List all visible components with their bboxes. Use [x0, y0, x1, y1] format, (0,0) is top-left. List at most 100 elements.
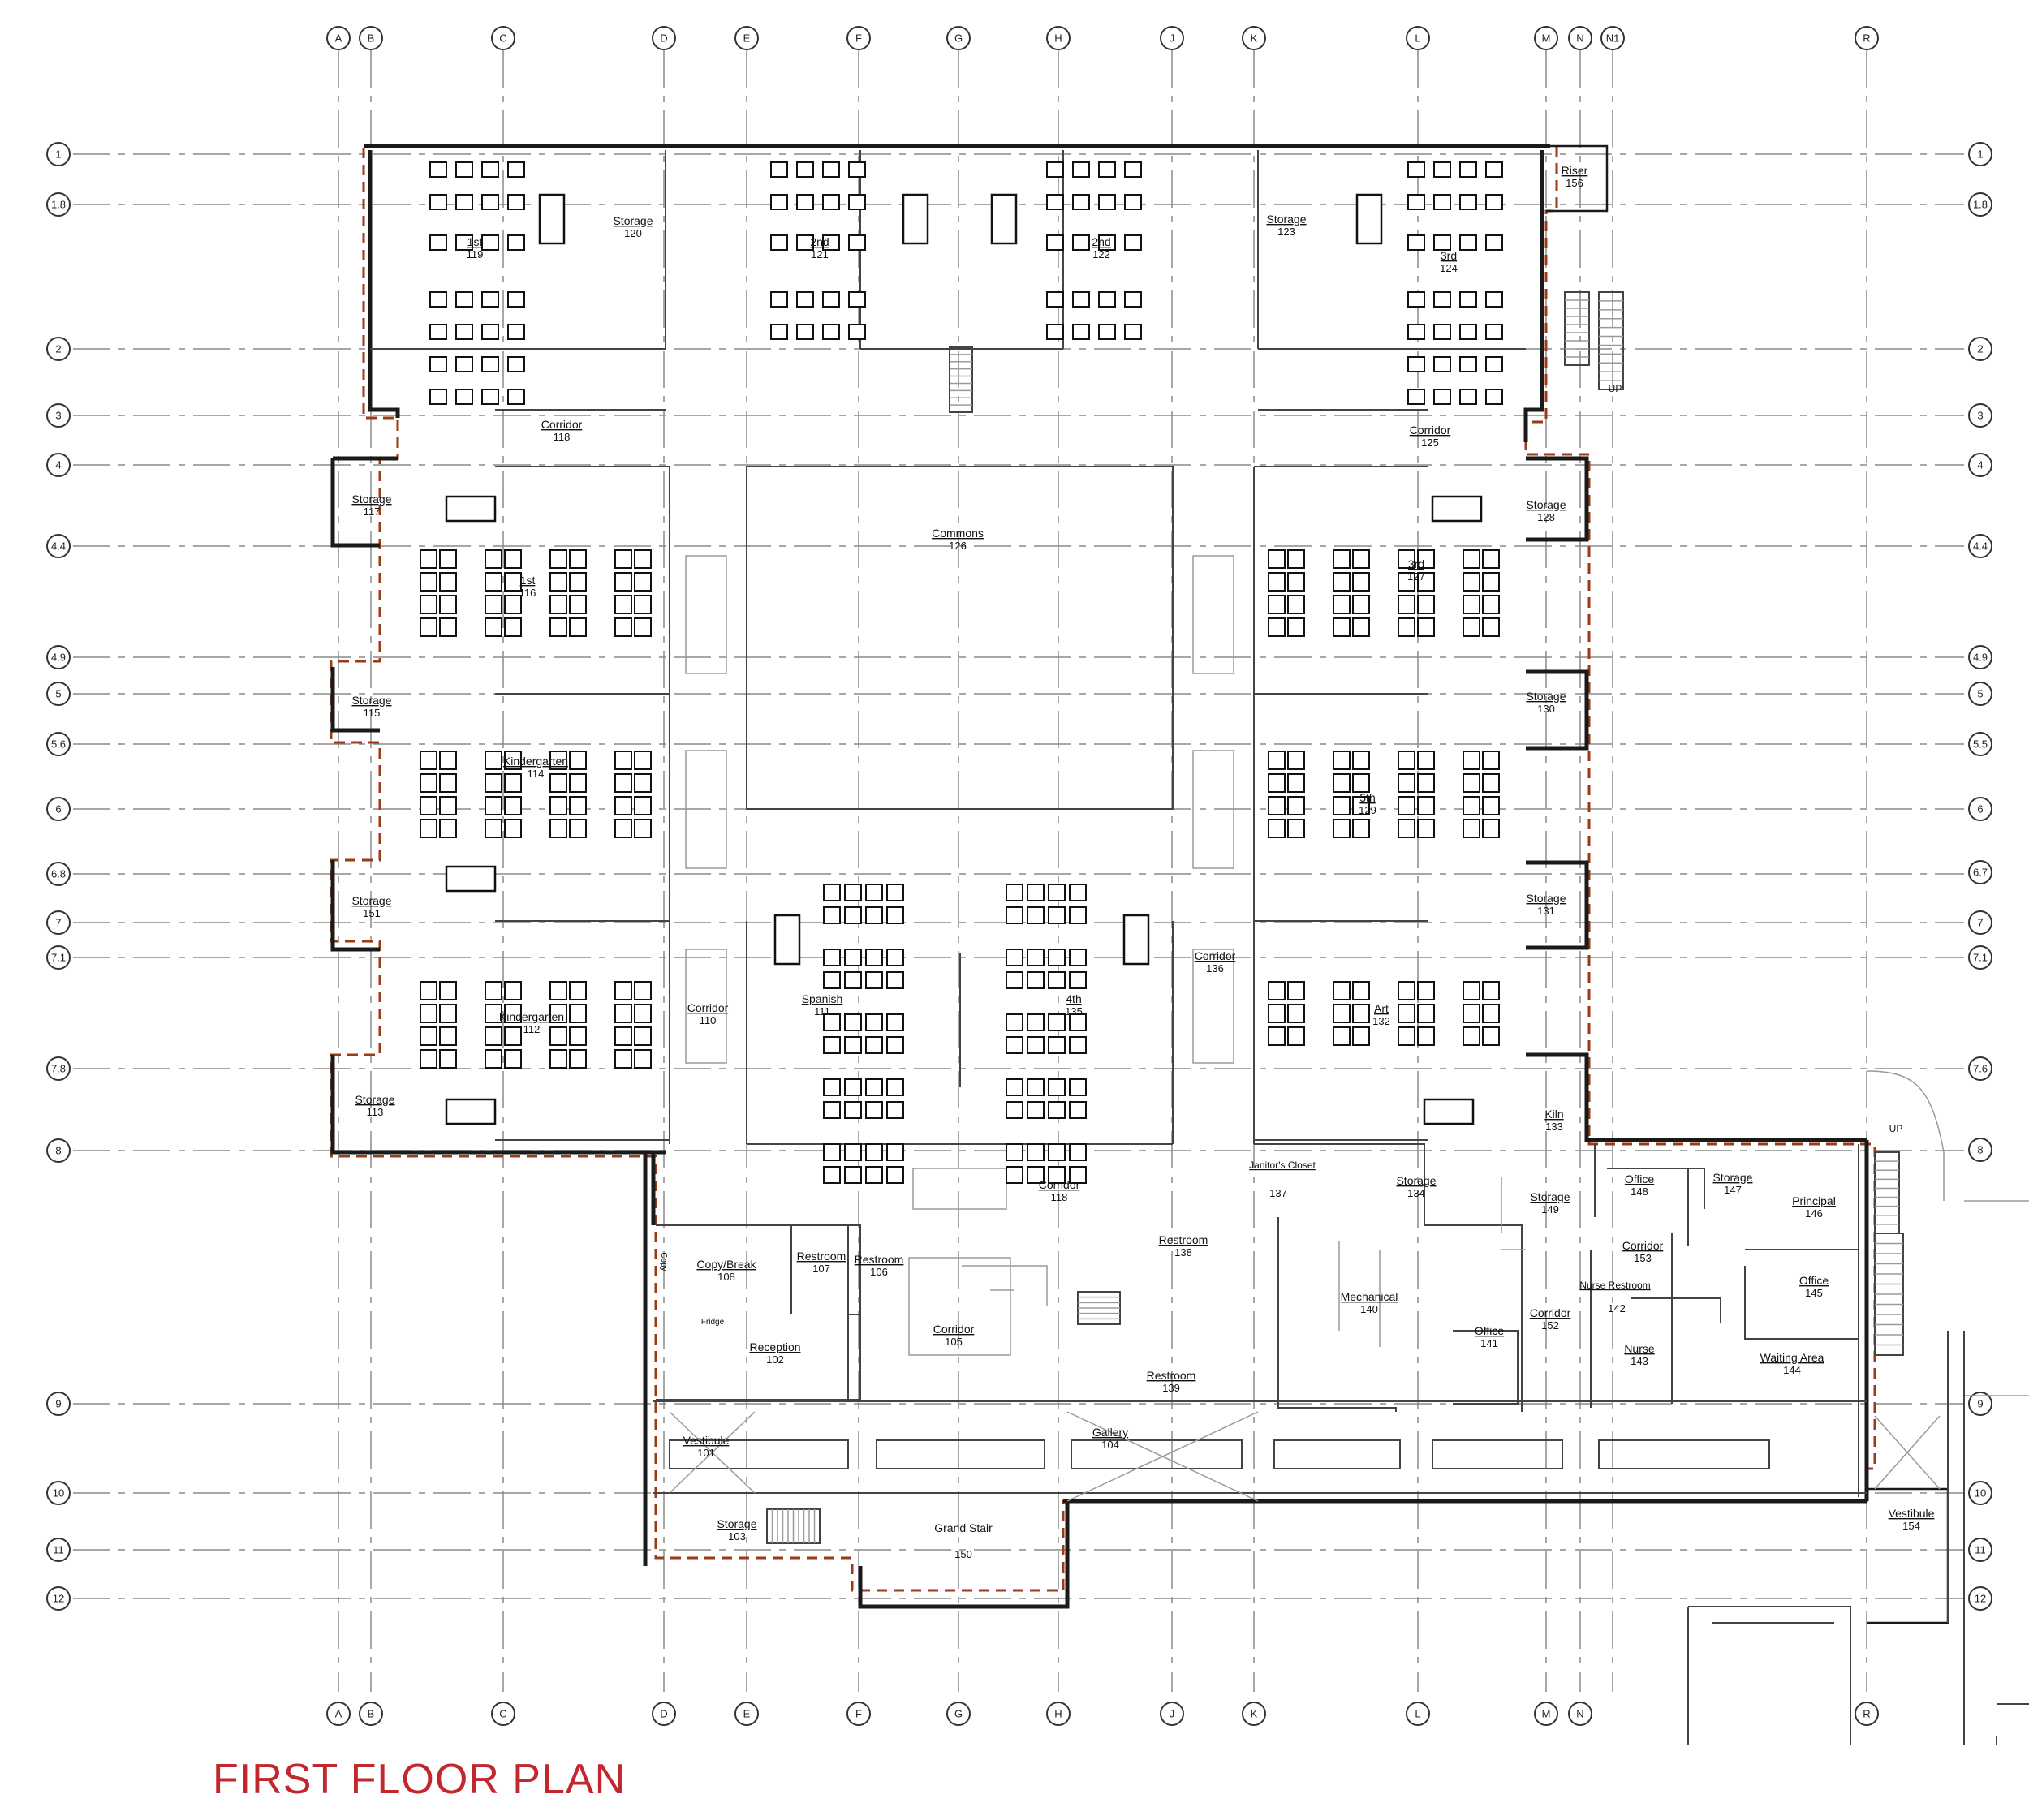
student-chair	[614, 1049, 632, 1069]
grid-bubble-column	[1242, 26, 1266, 50]
student-desk	[455, 356, 473, 372]
room-label: Storage	[351, 493, 391, 506]
student-desk	[1098, 324, 1116, 340]
student-desk	[1459, 194, 1477, 210]
student-chair	[485, 1004, 502, 1023]
grid-label-row: 7.6	[1973, 1063, 1988, 1075]
stair-run	[1874, 1151, 1900, 1234]
grid-label-column: B	[368, 32, 375, 45]
room-number: 112	[523, 1023, 541, 1035]
grid-label-row: 5.5	[1973, 738, 1988, 751]
room-number: 156	[1566, 177, 1583, 189]
grid-label-column: D	[660, 1708, 667, 1720]
grid-bubble-column	[946, 26, 971, 50]
student-chair	[549, 1004, 567, 1023]
grid-bubble-row	[1968, 192, 1992, 217]
student-chair	[1027, 906, 1045, 924]
student-chair	[549, 796, 567, 815]
grid-label-column: K	[1251, 1708, 1258, 1720]
student-chair	[1287, 572, 1305, 592]
room-number: 143	[1631, 1355, 1648, 1367]
grid-bubble-column	[1160, 26, 1184, 50]
student-chair	[569, 1004, 587, 1023]
student-chair	[569, 981, 587, 1000]
grid-bubble-column	[1855, 26, 1879, 50]
student-desk	[770, 291, 788, 308]
student-desk	[848, 194, 866, 210]
room-label: Corridor	[1195, 949, 1236, 962]
room-number: 140	[1360, 1303, 1378, 1315]
grid-label-column: D	[660, 32, 667, 45]
student-chair	[1333, 751, 1351, 770]
student-chair	[504, 751, 522, 770]
student-chair	[823, 1143, 841, 1161]
student-desk	[1433, 234, 1451, 251]
room-number: 133	[1545, 1121, 1563, 1133]
student-chair	[1048, 1078, 1066, 1096]
grid-bubble-row	[1968, 645, 1992, 669]
student-chair	[1482, 595, 1500, 614]
student-chair	[614, 981, 632, 1000]
student-chair	[634, 1004, 652, 1023]
grid-bubble-row	[1968, 797, 1992, 821]
grid-bubble-row	[46, 1138, 71, 1163]
room-number: 123	[1277, 226, 1295, 238]
grid-label-column: E	[743, 32, 751, 45]
room-number: 128	[1537, 511, 1555, 523]
student-desk	[507, 194, 525, 210]
grid-label-column: M	[1542, 32, 1551, 45]
room-number: 118	[1051, 1191, 1068, 1203]
room-label: Janitor's Closet	[1249, 1160, 1316, 1171]
student-chair	[1463, 796, 1480, 815]
student-chair	[504, 617, 522, 637]
student-chair	[634, 617, 652, 637]
grid-label-row: 7	[55, 917, 61, 929]
grid-bubble-row	[1968, 337, 1992, 361]
student-chair	[1352, 773, 1370, 793]
student-chair	[485, 981, 502, 1000]
student-desk	[848, 324, 866, 340]
student-chair	[823, 884, 841, 901]
student-chair	[1482, 1004, 1500, 1023]
grid-bubble-column	[652, 26, 676, 50]
teacher-desk	[538, 193, 566, 245]
student-chair	[634, 751, 652, 770]
grid-label-row: 5.6	[51, 738, 66, 751]
student-chair	[549, 1026, 567, 1046]
grid-bubble-row	[46, 534, 71, 558]
student-chair	[1417, 1004, 1435, 1023]
student-chair	[1268, 751, 1286, 770]
student-chair	[569, 572, 587, 592]
student-desk	[1459, 356, 1477, 372]
room-number: 107	[812, 1263, 830, 1275]
student-chair	[1268, 981, 1286, 1000]
student-chair	[614, 572, 632, 592]
grid-bubble-row	[1968, 945, 1992, 970]
student-chair	[1027, 1036, 1045, 1054]
student-chair	[1287, 1026, 1305, 1046]
room-label: Corridor	[1410, 424, 1451, 437]
grid-bubble-row	[46, 682, 71, 706]
student-chair	[569, 819, 587, 838]
student-chair	[1048, 1166, 1066, 1184]
student-chair	[886, 1036, 904, 1054]
student-chair	[485, 751, 502, 770]
student-desk	[507, 291, 525, 308]
student-desk	[1124, 291, 1142, 308]
student-chair	[865, 971, 883, 989]
room-label: Storage	[1712, 1171, 1752, 1184]
student-desk	[822, 234, 840, 251]
grid-bubble-row	[46, 862, 71, 886]
teacher-desk	[1431, 495, 1483, 523]
grid-bubble-row	[46, 797, 71, 821]
student-chair	[1417, 751, 1435, 770]
student-chair	[504, 1004, 522, 1023]
teacher-desk	[445, 1098, 497, 1125]
room-number: 113	[367, 1106, 384, 1118]
grid-bubble-row	[46, 142, 71, 166]
student-chair	[1268, 773, 1286, 793]
student-chair	[1417, 572, 1435, 592]
student-chair	[439, 1004, 457, 1023]
student-desk	[796, 194, 814, 210]
grid-label-column: C	[499, 32, 506, 45]
